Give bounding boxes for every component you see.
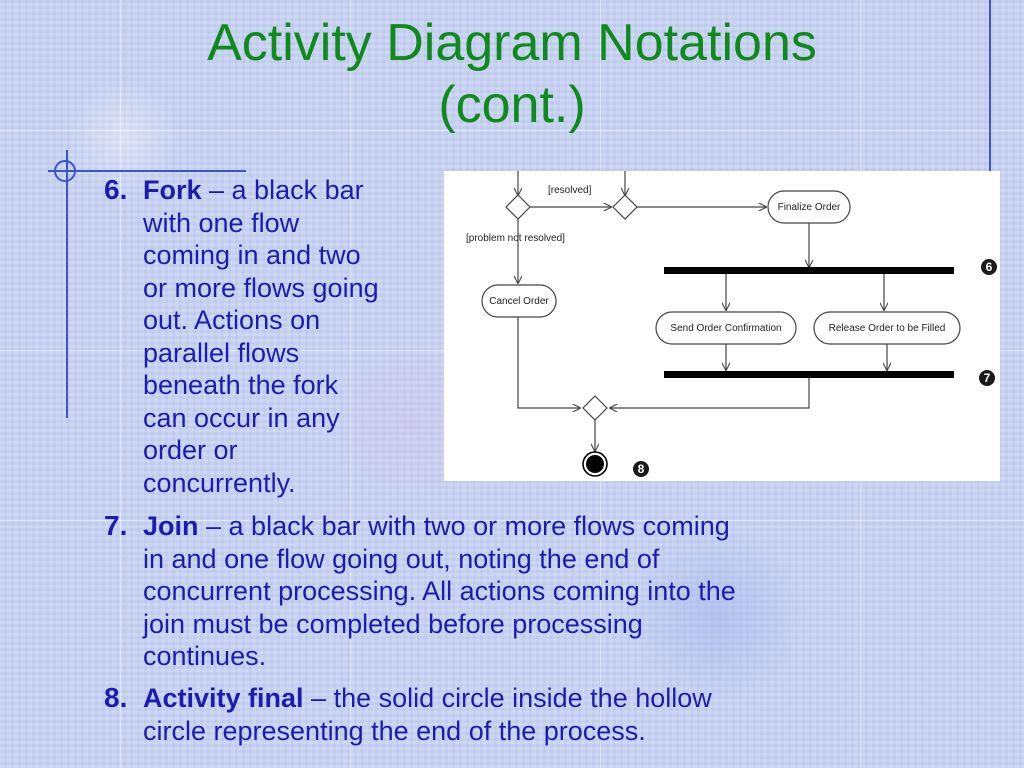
guard-label-not-resolved: [problem not resolved] [466,233,565,244]
item-line: – a black bar [201,175,364,205]
item-line: continues. [143,641,267,671]
accent-circle-icon [54,160,76,182]
item-line: circle representing the end of the proce… [143,715,646,746]
item-line: can occur in any [143,402,340,433]
flow-arrow [610,378,810,408]
item-line: or more flows going [143,272,379,303]
item-line: beneath the fork [143,370,339,400]
action-label: Send Order Confirmation [670,323,781,334]
flow-arrow [517,317,580,408]
action-label: Release Order to be Filled [829,323,946,334]
guard-label-resolved: [resolved] [548,185,592,196]
accent-line-right [989,0,991,172]
accent-line-horizontal [48,170,246,172]
item-text: Fork – a black bar with one flow coming … [143,174,379,499]
callout-number: 6 [986,260,993,274]
callout-number: 8 [638,462,645,476]
item-line: concurrently. [143,467,296,498]
item-number: 8. [104,682,128,713]
list-item-activity-final: 8. Activity final – the solid circle ins… [104,682,1004,752]
background-gridline [0,520,1024,521]
activity-diagram-canvas: [resolved] Finalize Order [problem not r… [466,171,997,477]
background-gridline [0,130,1024,131]
item-line: order or [143,435,238,465]
background-gridline [120,0,121,768]
list-item-fork: 6. Fork – a black bar with one flow comi… [104,174,444,504]
item-number: 7. [104,510,128,541]
activity-final-dot [586,455,604,473]
callout-badge-7 [979,370,995,386]
item-number: 6. [104,174,128,205]
list-item-join: 7. Join – a black bar with two or more f… [104,510,1004,675]
item-term: Fork [143,175,202,205]
item-text: Join – a black bar with two or more flow… [143,510,736,673]
callout-badge-6 [981,259,997,275]
item-line: with one flow [143,207,300,238]
callout-number: 7 [984,371,991,385]
title-line-2: (cont.) [438,76,586,134]
item-line: coming in and two [143,240,361,270]
background-gridline [350,0,351,768]
fork-bar [664,267,954,274]
item-line: out. Actions on [143,305,321,335]
action-label: Finalize Order [778,202,841,213]
item-line: in and one flow going out, noting the en… [143,543,660,574]
item-line: parallel flows [143,337,300,368]
callout-badge-8 [633,461,649,477]
item-term: Activity final [143,683,304,713]
item-line: join must be completed before processing [143,608,643,639]
join-bar [664,371,954,378]
item-text: Activity final – the solid circle inside… [143,682,712,747]
action-cancel-order [481,284,557,318]
activity-diagram: [resolved] Finalize Order [problem not r… [444,171,1000,481]
merge-node-final [582,395,608,421]
action-label: Cancel Order [489,296,549,307]
decision-node [505,194,531,220]
item-line: – the solid circle inside the hollow [303,683,712,713]
item-line: – a black bar with two or more flows com… [198,511,730,541]
accent-line-left [66,150,68,418]
item-term: Join [143,511,199,541]
page-title: Activity Diagram Notations (cont.) [0,12,1024,136]
title-line-1: Activity Diagram Notations [207,14,817,72]
merge-node [612,194,638,220]
item-line: concurrent processing. All actions comin… [143,576,736,606]
